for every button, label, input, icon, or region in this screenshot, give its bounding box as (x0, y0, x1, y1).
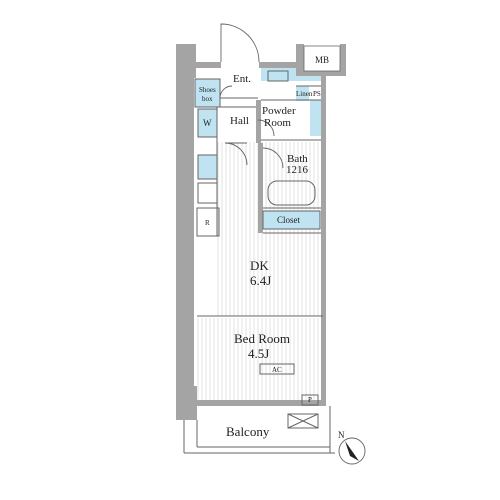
walls (176, 44, 346, 420)
bathtub (267, 180, 316, 206)
shoes-box-outline (194, 78, 221, 108)
wall-right (321, 76, 326, 406)
fridge-outline (196, 207, 220, 237)
p-label: P (308, 396, 312, 404)
doors (219, 23, 284, 169)
outdoor-unit (287, 413, 319, 429)
interior-lines (183, 70, 335, 454)
ps-label: PS (313, 90, 321, 98)
washer-fill (198, 109, 217, 137)
shoes-box-label-1: Shoes (199, 86, 216, 94)
shoes-box-fill (195, 79, 220, 107)
ac-label: AC (272, 366, 282, 374)
closet-outline (262, 210, 321, 230)
wall-top-left (196, 62, 221, 68)
bath-label: Bath (287, 153, 308, 165)
wall-left-column (176, 78, 194, 386)
dk-size-label: 6.4J (250, 273, 271, 288)
ac-box (259, 363, 295, 375)
powder-fill-right (310, 100, 321, 136)
hall-door (224, 142, 248, 166)
wall-left-bottom (176, 386, 197, 420)
hall-label: Hall (230, 115, 249, 127)
wall-top-right (259, 62, 302, 68)
mb-box (303, 45, 341, 72)
wall-mb-left (296, 44, 304, 74)
bedroom-size-label: 4.5J (248, 346, 269, 361)
shoes-box-label-2: box (202, 95, 213, 103)
bath-size-label: 1216 (286, 164, 309, 176)
powder-fixture (267, 70, 289, 82)
wall-left-top (176, 44, 196, 78)
balcony-label: Balcony (226, 424, 270, 439)
outdoor-unit-x2 (287, 413, 319, 429)
kitchen-sink-outline (197, 154, 218, 180)
closet-fill (263, 211, 320, 229)
dk-label: DK (250, 258, 269, 273)
powder-door (257, 119, 275, 137)
compass: N (338, 430, 366, 465)
compass-label: N (338, 430, 345, 440)
linen-label: Linen (296, 90, 313, 98)
powder-room-label-1: Powder (262, 105, 296, 117)
linen-fill (296, 86, 309, 101)
shoes-door (219, 85, 233, 99)
bedroom-label: Bed Room (234, 331, 290, 346)
bath-door (262, 147, 284, 169)
powder-room-label-2: Room (264, 117, 291, 129)
entrance-door (220, 23, 260, 63)
compass-circle (338, 437, 366, 465)
washer-label: W (203, 118, 212, 128)
stove-outline (197, 182, 218, 204)
compass-arrow-icon (345, 441, 359, 461)
closet-label: Closet (277, 215, 301, 225)
wall-mb-right (340, 44, 346, 76)
bedroom-floor (197, 318, 323, 400)
wall-hall-right (256, 100, 261, 143)
wall-mb-bottom (296, 70, 346, 76)
p-box (301, 394, 319, 406)
wall-bottom (197, 400, 323, 406)
entrance-label: Ent. (233, 73, 251, 85)
wall-bath-left (258, 143, 263, 233)
fridge-label: R (205, 219, 210, 227)
mb-label: MB (315, 55, 329, 65)
kitchen-sink-fill (198, 155, 217, 179)
